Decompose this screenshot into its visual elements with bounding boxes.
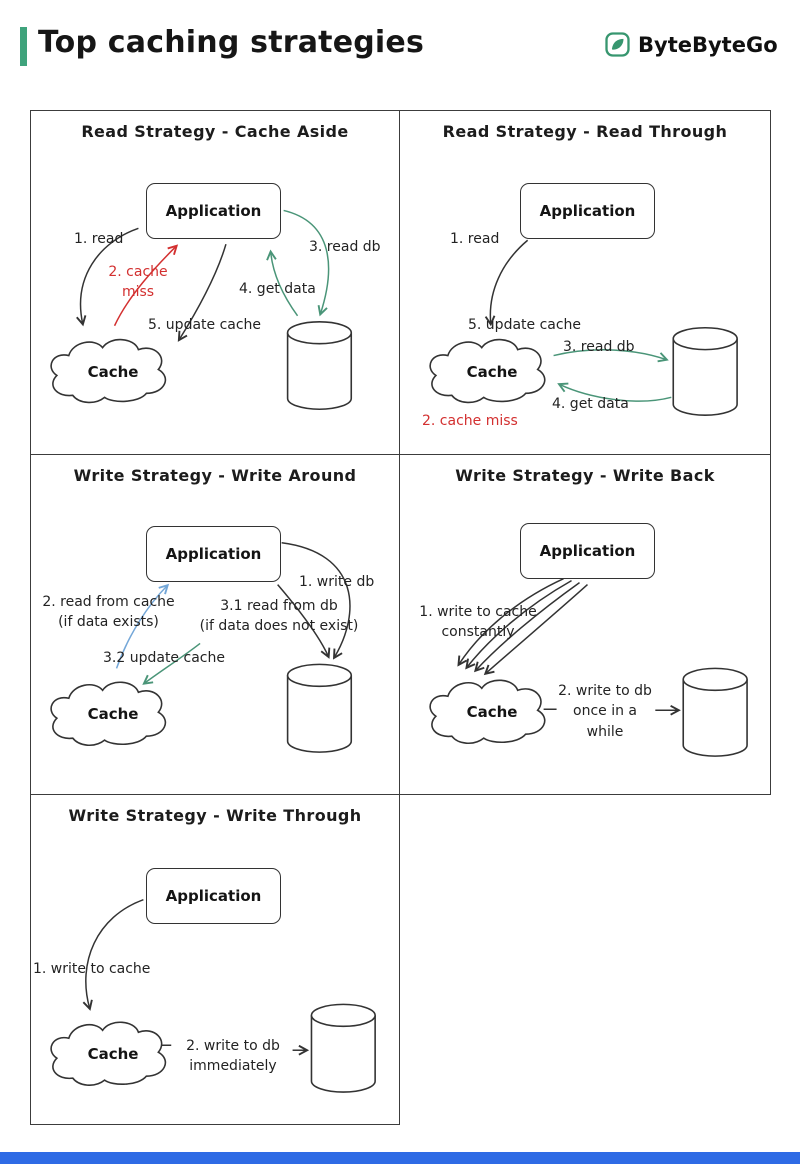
database-cylinder <box>682 667 748 757</box>
application-node: Application <box>146 526 281 582</box>
label-read-db: 3. read db <box>309 239 381 255</box>
panel-cache-aside: Read Strategy - Cache Aside Application … <box>30 110 400 455</box>
cache-node-label: Cache <box>87 1045 139 1063</box>
arrow-get-data <box>266 249 299 317</box>
label-update-cache: 5. update cache <box>468 317 582 333</box>
application-node: Application <box>146 868 281 924</box>
label-write-to-cache: 1. write to cache constantly <box>419 604 537 641</box>
cache-cloud <box>50 681 167 746</box>
arrow-cache-miss <box>113 244 179 327</box>
write-back-diagram <box>429 577 748 757</box>
panel-title: Read Strategy - Cache Aside <box>81 122 349 141</box>
label-read: 1. read <box>74 231 124 247</box>
panel-title: Write Strategy - Write Around <box>73 466 357 485</box>
cache-node-label: Cache <box>87 705 139 723</box>
application-node: Application <box>520 183 655 239</box>
footer-blue-bar <box>0 1152 800 1164</box>
label-write-db: 1. write db <box>299 574 375 590</box>
label-read-from-cache: 2. read from cache (if data exists) <box>42 594 175 631</box>
bytebytego-logo-icon <box>605 32 630 57</box>
panel-read-through: Read Strategy - Read Through Application… <box>400 110 771 455</box>
arrow-write-to-cache <box>82 898 144 1011</box>
label-get-data: 4. get data <box>552 396 629 412</box>
read-through-diagram <box>429 239 738 417</box>
page-title: Top caching strategies <box>38 25 425 60</box>
label-write-to-cache: 1. write to cache <box>33 961 151 977</box>
arrow-write-to-cache-4 <box>483 584 588 676</box>
panel-write-back: Write Strategy - Write Back Application … <box>400 455 771 795</box>
database-cylinder <box>286 320 353 411</box>
cache-node-label: Cache <box>466 703 518 721</box>
arrow-update-cache <box>142 642 201 685</box>
application-node: Application <box>520 523 655 579</box>
database-cylinder <box>286 663 353 753</box>
arrow-write-to-cache-2 <box>465 579 572 670</box>
arrow-update-cache <box>177 244 227 342</box>
panel-write-through: Write Strategy - Write Through Applicati… <box>30 795 400 1125</box>
panel-write-around: Write Strategy - Write Around Applicatio… <box>30 455 400 795</box>
arrow-read-from-cache <box>115 583 170 669</box>
cache-cloud <box>50 338 167 404</box>
label-write-to-db: 2. write to db immediately <box>186 1038 280 1075</box>
label-write-to-db: 2. write to db once in a while <box>558 683 652 740</box>
write-around-diagram <box>50 541 353 753</box>
cache-cloud <box>429 338 546 404</box>
brand-name: ByteByteGo <box>638 32 778 57</box>
cache-node-label: Cache <box>466 363 518 381</box>
cache-aside-diagram <box>50 209 353 411</box>
arrow-read <box>484 239 529 327</box>
arrow-read-db <box>553 349 669 363</box>
database-cylinder <box>672 326 738 417</box>
arrow-read-from-db <box>277 584 331 659</box>
write-through-diagram <box>50 898 376 1093</box>
arrow-write-db <box>281 541 351 660</box>
arrow-write-to-cache-1 <box>457 577 564 667</box>
panel-title: Write Strategy - Write Back <box>455 466 715 485</box>
cache-node-label: Cache <box>87 363 139 381</box>
label-read-from-db: 3.1 read from db (if data does not exist… <box>199 598 359 635</box>
label-cache-miss: 2. cache miss <box>108 264 168 301</box>
cache-cloud <box>429 679 546 744</box>
label-read: 1. read <box>450 231 500 247</box>
title-accent-bar <box>20 27 27 66</box>
database-cylinder <box>310 1003 376 1093</box>
panel-title: Read Strategy - Read Through <box>442 122 728 141</box>
panel-title: Write Strategy - Write Through <box>68 806 362 825</box>
label-update-cache: 5. update cache <box>148 317 262 333</box>
arrow-get-data <box>557 382 672 402</box>
label-update-cache: 3.2 update cache <box>103 650 225 666</box>
label-read-db: 3. read db <box>563 339 635 355</box>
brand: ByteByteGo <box>604 31 778 58</box>
arrow-write-to-cache-3 <box>473 582 580 673</box>
label-cache-miss: 2. cache miss <box>422 413 518 429</box>
application-node: Application <box>146 183 281 239</box>
label-get-data: 4. get data <box>239 281 316 297</box>
arrow-read <box>76 227 139 327</box>
cache-cloud <box>50 1021 167 1086</box>
arrow-read-db <box>283 209 330 317</box>
